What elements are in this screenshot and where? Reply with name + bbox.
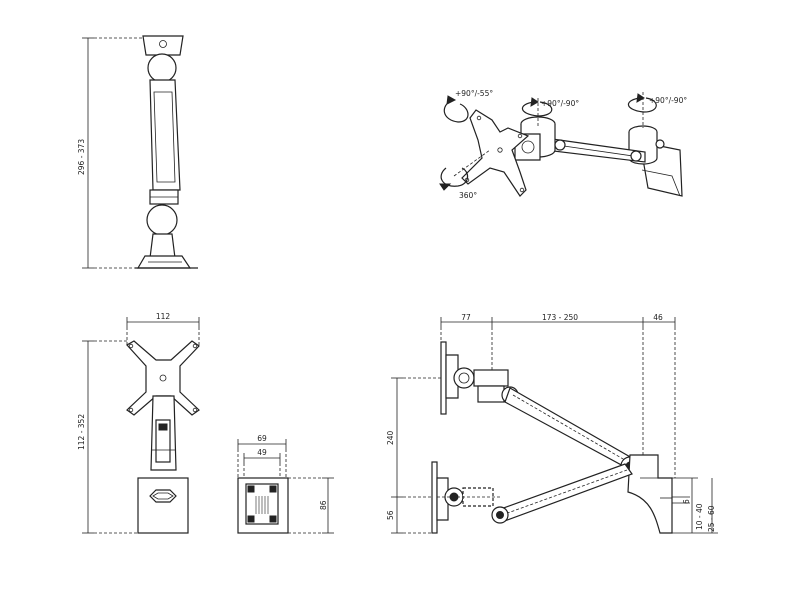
clamp-inner-range-label: 10 - 40 — [695, 503, 704, 530]
front-height-label: 112 - 352 — [77, 414, 86, 450]
tilt-label: +90°/-55° — [455, 89, 493, 98]
base-height-label: 86 — [319, 500, 328, 510]
side-vesa-plate — [142, 35, 184, 56]
arm-reach-label: 173 - 250 — [542, 313, 578, 322]
persp-vesa-plate — [461, 109, 530, 197]
base-inner-width-label: 49 — [257, 448, 267, 457]
front-base-block — [137, 477, 189, 534]
front-view: 112 112 - 352 — [77, 312, 200, 534]
side-post — [149, 233, 176, 259]
base-top-view: 69 49 86 — [237, 434, 334, 534]
head-swivel-label: +90°/-90° — [541, 99, 579, 108]
clamp-gap-label: 6 — [682, 499, 691, 504]
lower-monitor-plate — [431, 461, 438, 534]
arm-offset-left-label: 77 — [461, 313, 471, 322]
upper-monitor-plate — [440, 341, 447, 415]
arm-swivel-label: +90°/-90° — [649, 96, 687, 105]
upper-head-joint — [453, 367, 475, 389]
arm-clamp — [627, 454, 673, 534]
side-top-joint — [147, 53, 177, 83]
clamp-outer-range-label: 25 - 60 — [707, 505, 716, 532]
arm-offset-right-label: 46 — [653, 313, 663, 322]
upper-arm-beam — [504, 387, 633, 469]
base-outer-width-label: 69 — [257, 434, 267, 443]
arm-height-upper-label: 240 — [386, 430, 395, 445]
persp-rotation-arrow — [440, 167, 469, 187]
arm-height-lower-label: 56 — [386, 510, 395, 520]
persp-arm-swivel-arrow — [627, 97, 657, 113]
arm-elevation-view: 77 173 - 250 46 240 56 6 10 - 40 25 - 60 — [386, 313, 718, 534]
side-lower-joint — [146, 204, 178, 236]
lower-arm-beam — [497, 463, 633, 523]
perspective-view: +90°/-55° +90°/-90° +90°/-90° 360° — [439, 89, 687, 200]
front-vesa-plate — [126, 340, 200, 416]
rotation-label: 360° — [459, 191, 477, 200]
side-view: 296 - 373 — [77, 35, 198, 269]
side-height-label: 296 - 373 — [77, 139, 86, 175]
front-width-label: 112 — [156, 312, 171, 321]
persp-tilt-arrow — [443, 99, 469, 123]
